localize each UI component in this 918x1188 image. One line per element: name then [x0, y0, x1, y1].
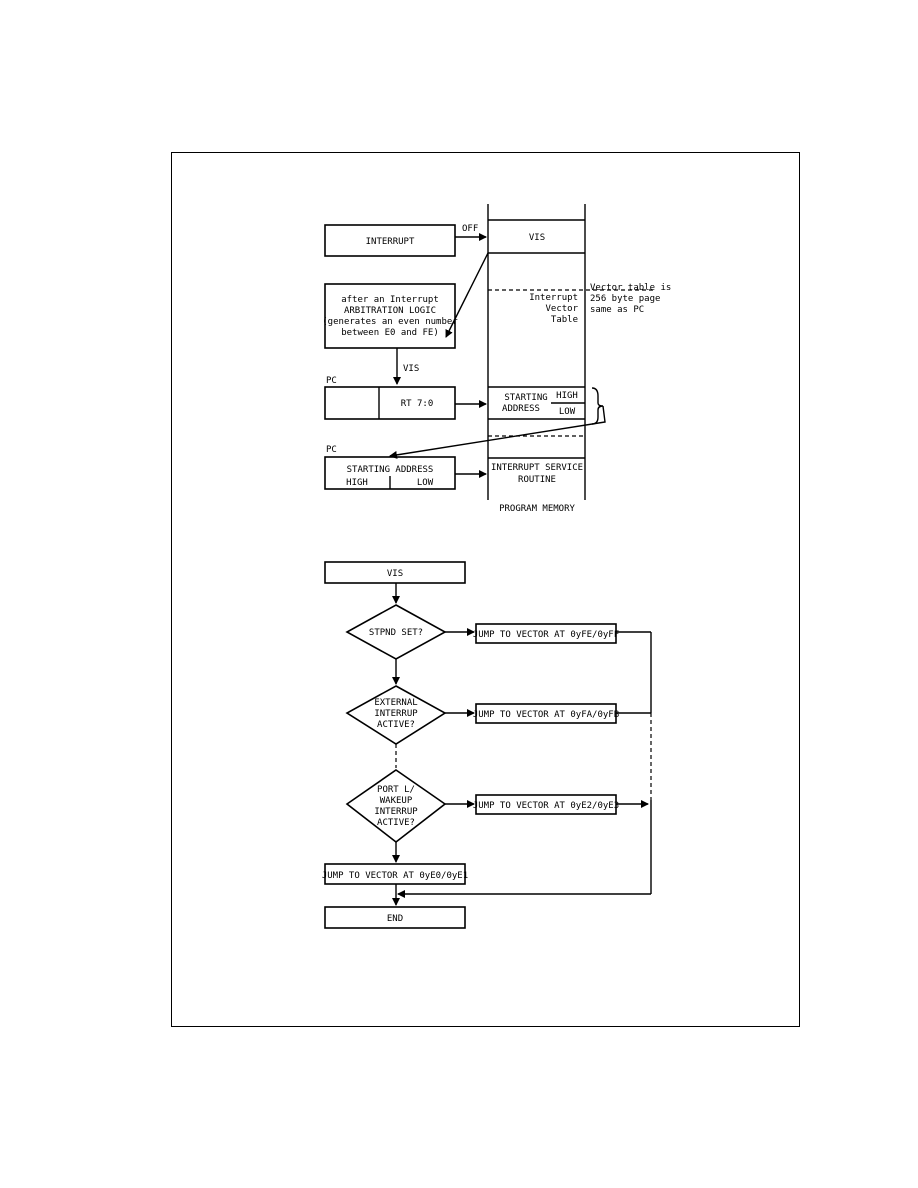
- decision3-line-2: WAKEUP: [380, 796, 413, 806]
- end-box: END: [324, 906, 466, 929]
- interrupt-box: INTERRUPT: [324, 224, 456, 257]
- vector-note-line-3: same as PC: [590, 305, 644, 315]
- arbitration-line-2: ARBITRATION LOGIC: [344, 306, 436, 316]
- pc2-title: STARTING ADDRESS: [347, 465, 434, 475]
- decision-stpnd: STPND SET?: [345, 604, 447, 660]
- address-brace: [591, 387, 604, 425]
- vector-table-line-2: Vector: [545, 304, 578, 314]
- decision-external: EXTERNAL INTERRUP ACTIVE?: [345, 685, 447, 745]
- memory-vis: VIS: [529, 233, 545, 243]
- vis-label: VIS: [403, 364, 419, 374]
- pc-register-2: STARTING ADDRESS HIGH LOW: [324, 456, 456, 490]
- pc-low-field: RT 7:0: [401, 399, 434, 409]
- end-label: END: [387, 914, 403, 924]
- isr-line-2: ROUTINE: [518, 475, 556, 485]
- decision3-line-4: ACTIVE?: [377, 818, 415, 828]
- vector-table-line-1: Interrupt: [529, 293, 578, 303]
- starting-address-line-2: ADDRESS: [502, 404, 540, 414]
- interrupt-label: INTERRUPT: [366, 237, 415, 247]
- pc-label-1: PC: [326, 376, 337, 386]
- jump-default-box: JUMP TO VECTOR AT 0yE0/0yE1: [322, 863, 468, 885]
- decision2-line-1: EXTERNAL: [374, 698, 417, 708]
- figure-frame: [171, 152, 800, 1027]
- arbitration-line-4: between E0 and FE): [341, 328, 439, 338]
- program-memory-label: PROGRAM MEMORY: [499, 504, 575, 514]
- decision2-line-2: INTERRUP: [374, 709, 418, 719]
- isr-line-1: INTERRUPT SERVICE: [491, 463, 583, 473]
- flow-start-label: VIS: [387, 569, 403, 579]
- flow-start-box: VIS: [324, 561, 466, 584]
- jump1-label: JUMP TO VECTOR AT 0yFE/0yFF: [473, 630, 619, 640]
- pc2-high: HIGH: [346, 478, 368, 488]
- jump2-box: JUMP TO VECTOR AT 0yFA/0yFB: [473, 703, 619, 724]
- pc-label-2: PC: [326, 445, 337, 455]
- decision-port-l-wakeup: PORT L/ WAKEUP INTERRUP ACTIVE?: [345, 769, 447, 844]
- jump2-label: JUMP TO VECTOR AT 0yFA/0yFB: [473, 710, 619, 720]
- jump-default-label: JUMP TO VECTOR AT 0yE0/0yE1: [322, 871, 468, 881]
- jump3-label: JUMP TO VECTOR AT 0yE2/0yE3: [473, 801, 619, 811]
- pc-register-1: RT 7:0: [324, 386, 456, 420]
- jump3-box: JUMP TO VECTOR AT 0yE2/0yE3: [473, 794, 619, 815]
- off-label: OFF: [462, 224, 478, 234]
- decision1-line-1: STPND SET?: [369, 628, 423, 638]
- jump1-box: JUMP TO VECTOR AT 0yFE/0yFF: [473, 623, 619, 644]
- arbitration-line-1: after an Interrupt: [341, 295, 439, 305]
- sa-high: HIGH: [556, 391, 578, 401]
- decision3-line-1: PORT L/: [377, 785, 415, 795]
- vector-note-line-1: Vector table is: [590, 283, 671, 293]
- starting-address-line-1: STARTING: [504, 393, 547, 403]
- decision3-line-3: INTERRUP: [374, 807, 418, 817]
- sa-low: LOW: [559, 407, 576, 417]
- arbitration-line-3: (generates an even number: [322, 317, 458, 327]
- vis-to-arbitration-arrow: [445, 252, 489, 338]
- program-memory: VIS Interrupt Vector Table STARTING ADDR…: [487, 204, 655, 514]
- decision2-line-3: ACTIVE?: [377, 720, 415, 730]
- vector-note-line-2: 256 byte page: [590, 294, 660, 304]
- vector-table-line-3: Table: [551, 315, 578, 325]
- pc2-low: LOW: [417, 478, 434, 488]
- address-to-pc-arrow: [389, 405, 606, 459]
- arbitration-logic-box: after an Interrupt ARBITRATION LOGIC (ge…: [322, 283, 458, 349]
